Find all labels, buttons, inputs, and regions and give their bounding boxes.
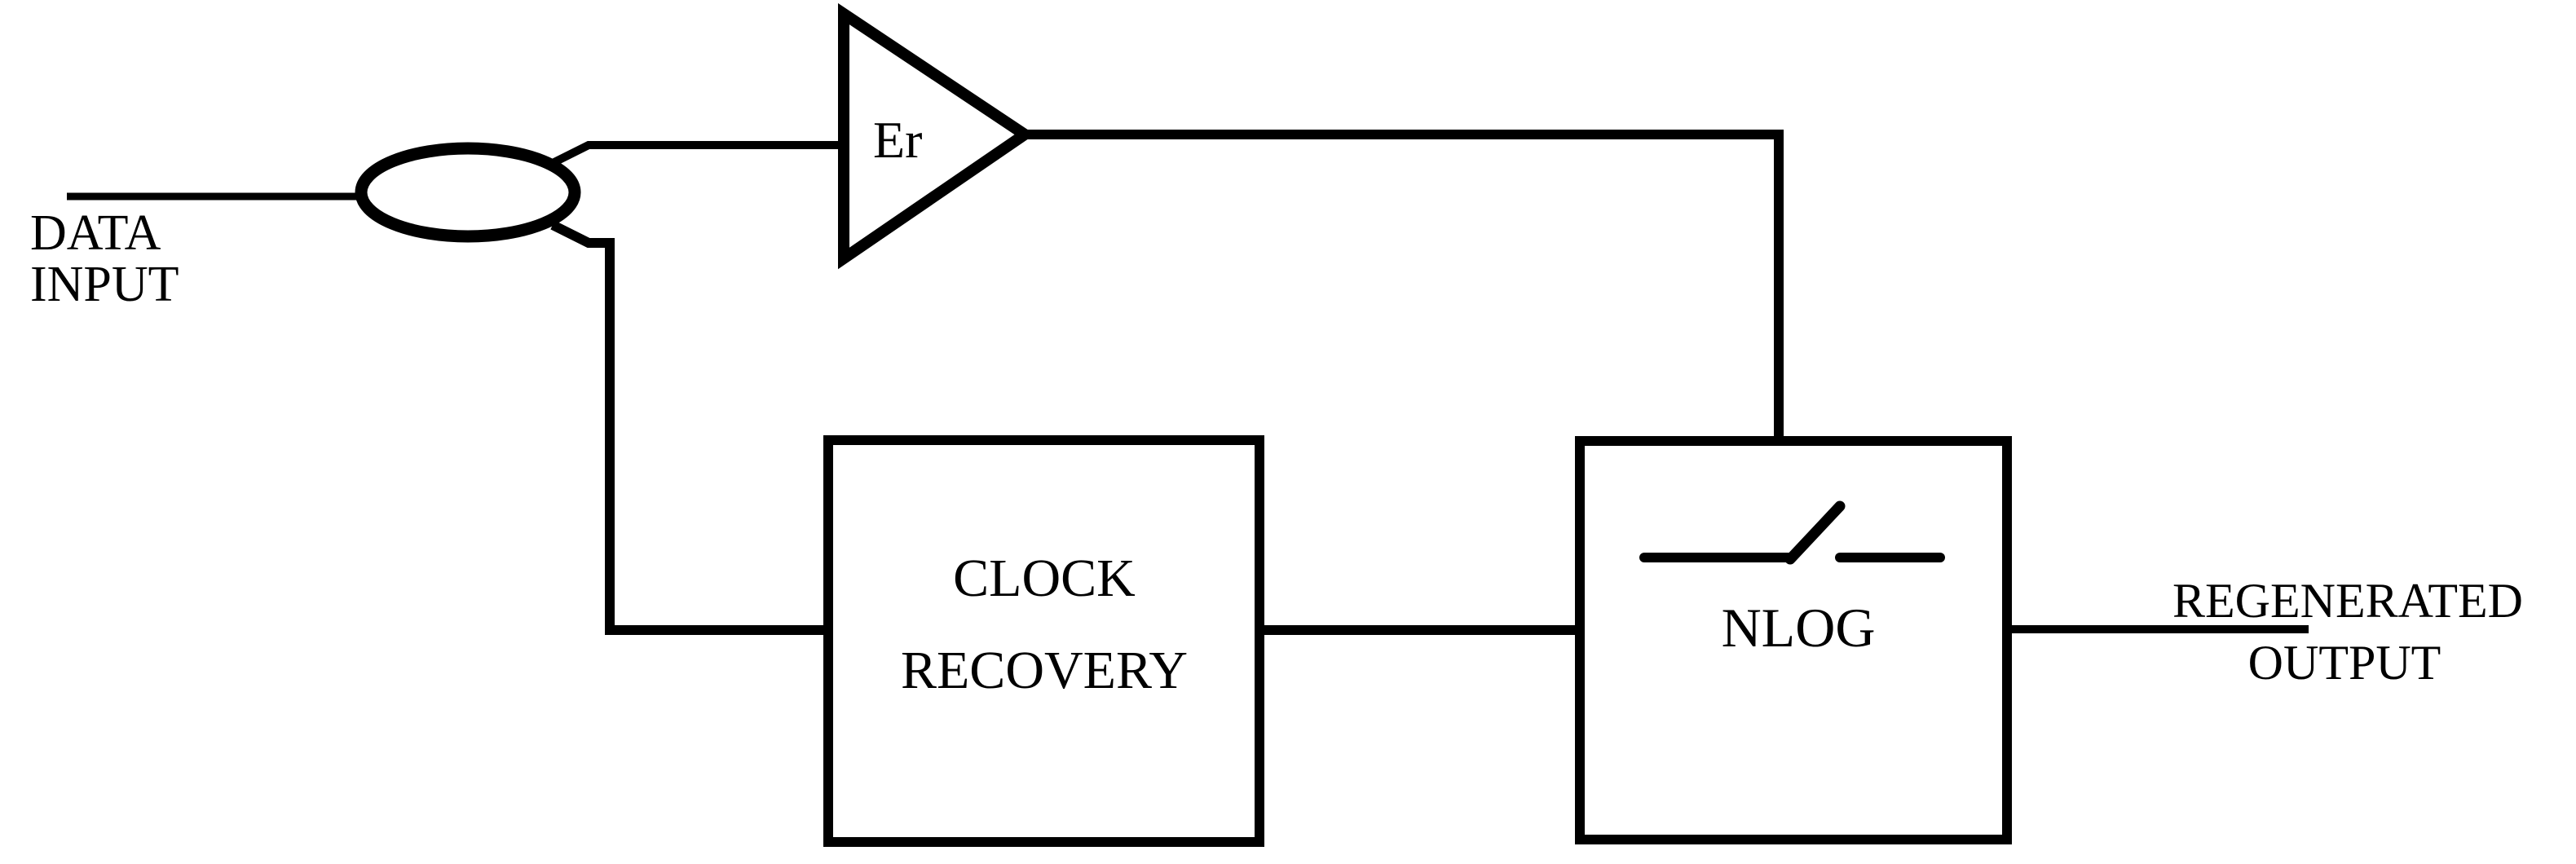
switch-lever-line (1784, 500, 1846, 565)
data-input-label-line2: INPUT (30, 257, 179, 312)
nlog-box (1575, 436, 2012, 844)
open-switch-icon (1639, 500, 1945, 565)
output-label-line2: OUTPUT (2248, 636, 2441, 690)
output-label-line1: REGENERATED (2172, 574, 2523, 628)
amplifier-triangle (838, 2, 1035, 270)
data-input-label-line1: DATA (30, 205, 161, 261)
amplifier-to-nlog-wire (1020, 130, 1784, 446)
clock-recovery-label-line1: CLOCK (953, 549, 1136, 608)
nlog-label: NLOG (1722, 597, 1876, 659)
clock-recovery-box (823, 435, 1264, 847)
coupler-ellipse (355, 142, 581, 243)
clock-recovery-label-line2: RECOVERY (901, 641, 1188, 700)
amplifier-label: Er (873, 111, 922, 169)
coupler-to-amplifier-wire (550, 141, 844, 167)
coupler-to-clock-recovery-wire (550, 220, 828, 635)
